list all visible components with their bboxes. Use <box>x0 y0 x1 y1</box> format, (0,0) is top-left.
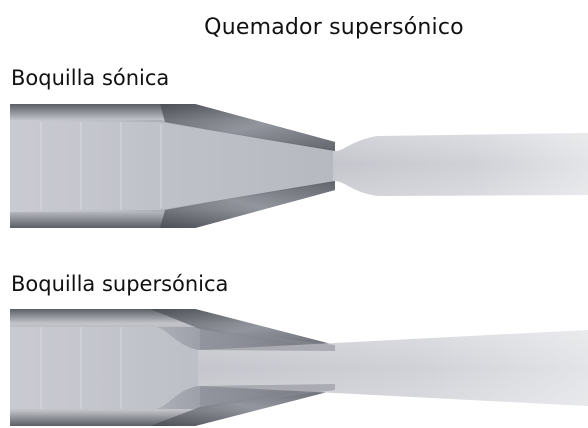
supersonic-nozzle-lip-bottom <box>200 384 335 407</box>
sonic-nozzle <box>10 104 588 228</box>
sonic-nozzle-bottom-wall <box>10 182 335 228</box>
supersonic-nozzle-banding <box>40 327 122 409</box>
sonic-nozzle-top-cone <box>160 104 335 152</box>
supersonic-nozzle-bottom-wall <box>10 386 335 426</box>
sonic-nozzle-flow <box>10 122 335 210</box>
sonic-nozzle-bottom-cone <box>160 180 335 228</box>
sonic-jet-highlight <box>333 133 588 196</box>
supersonic-nozzle-flow <box>10 327 335 409</box>
sonic-nozzle-banding <box>40 122 162 210</box>
supersonic-nozzle <box>10 309 588 426</box>
diagram-title: Quemador supersónico <box>204 15 464 40</box>
supersonic-nozzle-lip-top <box>200 329 335 351</box>
supersonic-nozzle-label: Boquilla supersónica <box>11 272 229 296</box>
sonic-nozzle-label: Boquilla sónica <box>11 66 170 90</box>
sonic-nozzle-top-wall <box>10 104 335 150</box>
supersonic-nozzle-top-wall <box>10 309 335 350</box>
